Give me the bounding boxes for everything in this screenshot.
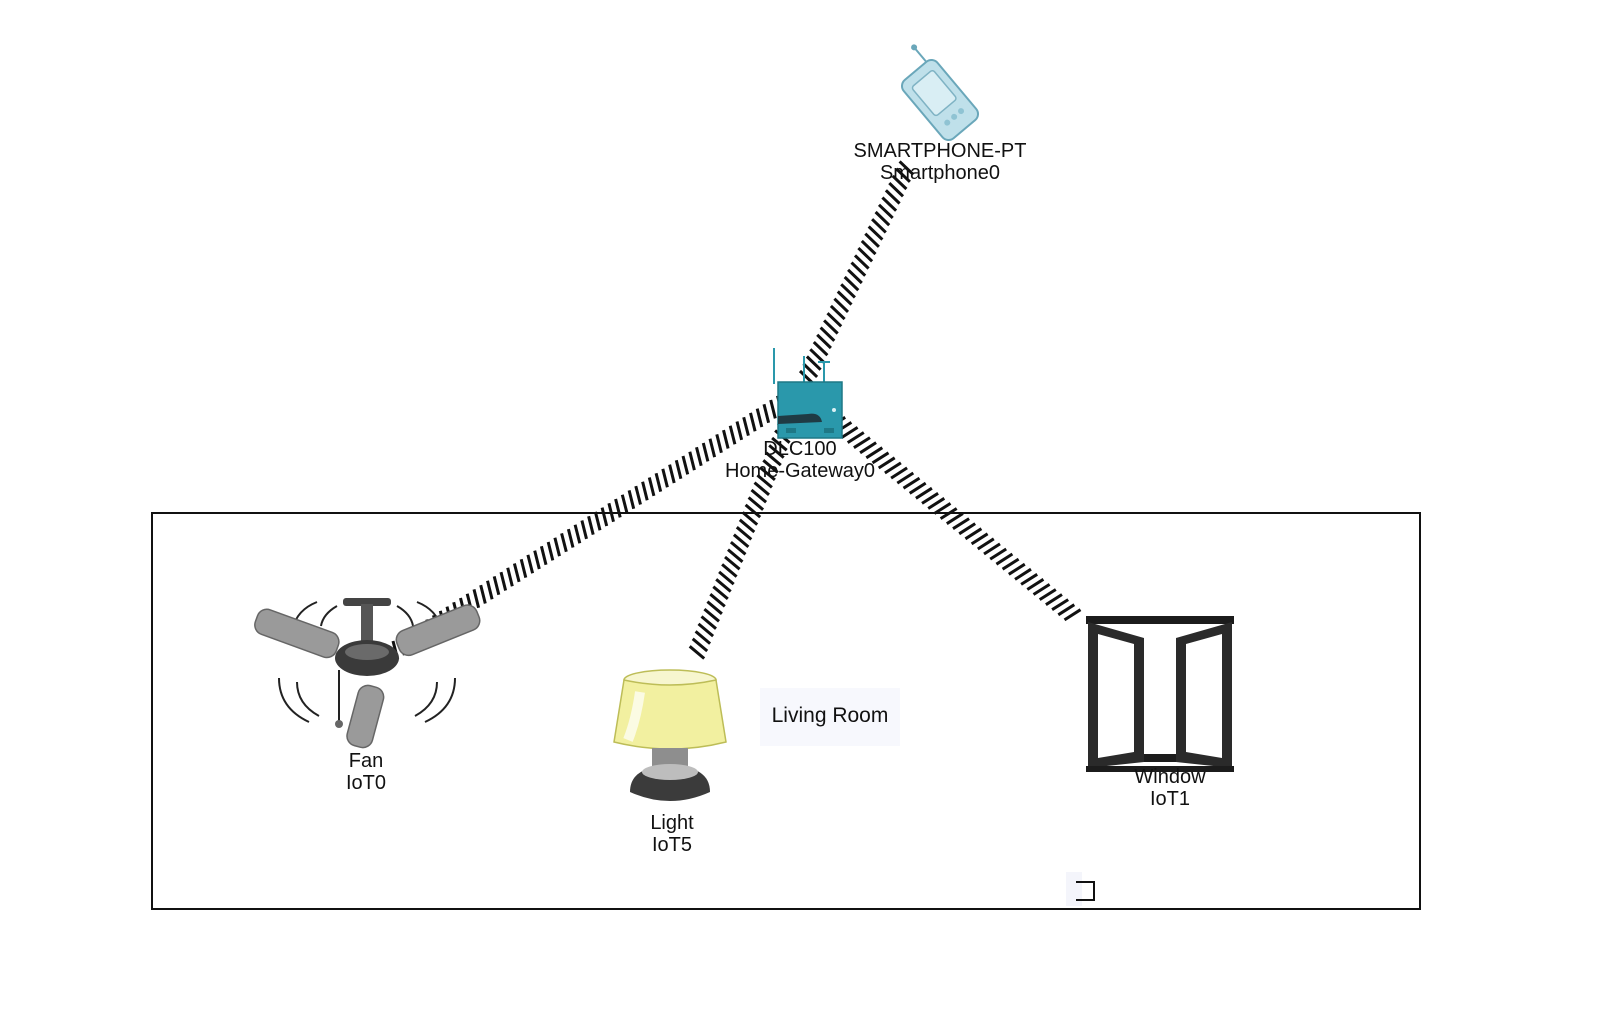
gateway-name: Home-Gateway0 xyxy=(724,460,876,482)
smartphone-label[interactable]: SMARTPHONE-PT Smartphone0 xyxy=(835,140,1045,184)
window-label[interactable]: Window IoT1 xyxy=(1110,766,1230,810)
smartphone-icon[interactable] xyxy=(885,40,982,143)
area-label-box[interactable]: Living Room xyxy=(760,688,900,746)
wireless-link-smartphone[interactable] xyxy=(798,160,915,386)
fan-name: IoT0 xyxy=(345,772,387,794)
wireless-link-window[interactable] xyxy=(803,395,1082,622)
gateway-label[interactable]: DLC100 Home-Gateway0 xyxy=(700,438,900,482)
lamp-icon[interactable] xyxy=(613,669,727,801)
wireless-links xyxy=(391,160,1082,660)
window-model: Window xyxy=(1134,766,1206,788)
gateway-model: DLC100 xyxy=(763,438,837,460)
fan-model: Fan xyxy=(348,750,384,772)
fan-label[interactable]: Fan IoT0 xyxy=(316,750,416,794)
light-model: Light xyxy=(650,812,694,834)
corner-handle-icon xyxy=(1076,881,1095,901)
smartphone-model: SMARTPHONE-PT xyxy=(853,140,1027,162)
resize-handle[interactable] xyxy=(1066,872,1095,906)
smartphone-name: Smartphone0 xyxy=(879,162,1001,184)
window-icon[interactable] xyxy=(1086,616,1234,772)
light-label[interactable]: Light IoT5 xyxy=(622,812,722,856)
living-room-boundary[interactable] xyxy=(151,512,1421,910)
home-gateway-icon[interactable] xyxy=(773,348,843,439)
area-label: Living Room xyxy=(771,704,889,727)
light-name: IoT5 xyxy=(651,834,693,856)
ceiling-fan-icon[interactable] xyxy=(252,598,483,750)
window-name: IoT1 xyxy=(1149,788,1191,810)
